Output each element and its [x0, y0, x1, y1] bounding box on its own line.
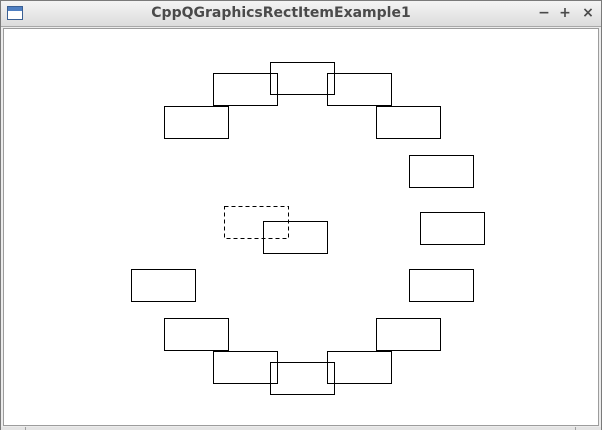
rect-item[interactable] — [263, 221, 328, 254]
status-bar — [1, 427, 601, 430]
rect-item[interactable] — [376, 318, 441, 351]
rect-item[interactable] — [409, 155, 474, 188]
rect-item[interactable] — [327, 351, 392, 384]
rect-item[interactable] — [409, 269, 474, 302]
rect-item[interactable] — [376, 106, 441, 139]
window-title: CppQGraphicsRectItemExample1 — [151, 5, 411, 21]
status-separator — [575, 427, 576, 430]
close-button[interactable]: × — [582, 5, 594, 21]
window-app-icon[interactable] — [7, 6, 23, 20]
rect-item[interactable] — [420, 212, 485, 245]
rect-item[interactable] — [270, 62, 335, 95]
title-bar[interactable]: CppQGraphicsRectItemExample1 − + × — [1, 1, 601, 27]
rect-item[interactable] — [164, 318, 229, 351]
selected-rect-item[interactable] — [224, 206, 289, 239]
graphics-view[interactable] — [3, 28, 599, 426]
status-separator — [25, 427, 26, 430]
maximize-button[interactable]: + — [559, 5, 571, 21]
rect-item[interactable] — [131, 269, 196, 302]
rect-item[interactable] — [213, 73, 278, 106]
rect-item[interactable] — [213, 351, 278, 384]
minimize-button[interactable]: − — [538, 5, 550, 21]
rect-item[interactable] — [164, 106, 229, 139]
rect-item[interactable] — [270, 362, 335, 395]
graphics-scene[interactable] — [4, 29, 598, 425]
rect-item[interactable] — [327, 73, 392, 106]
